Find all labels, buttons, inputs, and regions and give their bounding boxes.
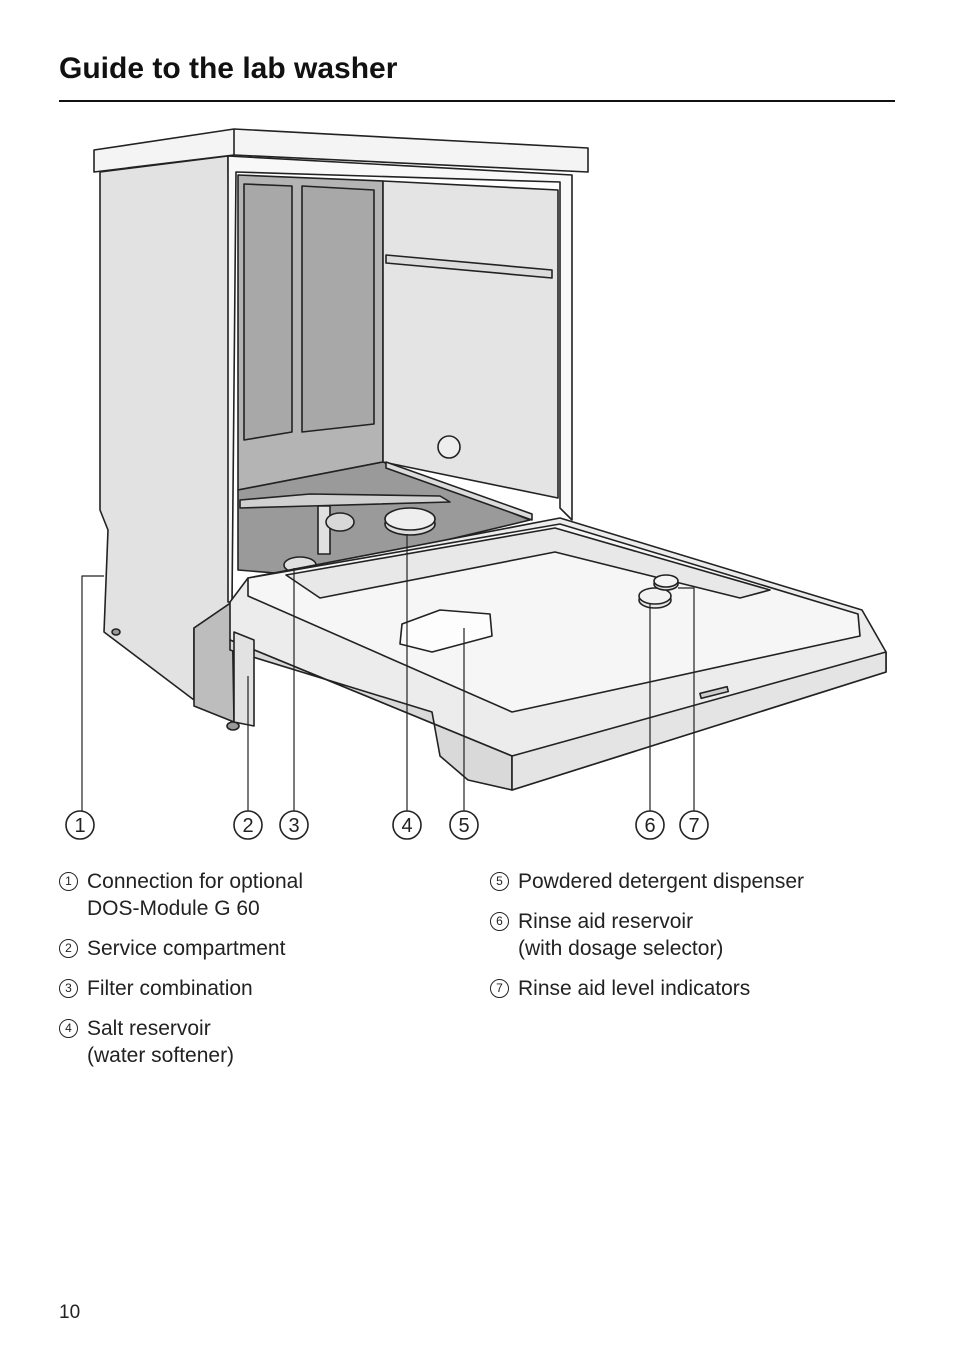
legend-text-3: Filter combination [87,977,253,1000]
legend-number-6: 6 [490,912,509,931]
legend-number-3: 3 [59,979,78,998]
washer-open-door [229,517,887,791]
svg-text:6: 6 [644,815,655,837]
svg-text:3: 3 [288,815,299,837]
svg-text:4: 4 [401,815,412,837]
callout-4: 4 [392,810,422,840]
legend-item-3: 3 Filter combination [59,975,459,1002]
washer-side-panel [99,155,240,731]
leader-7 [678,587,695,812]
legend-number-2: 2 [59,939,78,958]
legend-item-2: 2 Service compartment [59,935,459,962]
callout-7: 7 [679,810,709,840]
lab-washer-illustration: 1 2 3 4 5 6 7 [0,120,954,860]
legend-item-4: 4 Salt reservoir (water softener) [59,1015,459,1069]
page-title: Guide to the lab washer [59,52,398,85]
wash-cavity [237,174,559,576]
legend-text-1: Connection for optional DOS-Module G 60 [87,870,303,920]
page-number: 10 [59,1302,81,1323]
svg-text:5: 5 [458,815,469,837]
legend-number-7: 7 [490,979,509,998]
legend-item-1: 1 Connection for optional DOS-Module G 6… [59,868,459,922]
callout-2: 2 [233,810,263,840]
legend-text-4: Salt reservoir (water softener) [87,1017,235,1067]
legend-text-5: Powdered detergent dispenser [518,870,805,893]
legend-number-1: 1 [59,872,78,891]
legend-text-6: Rinse aid reservoir (with dosage selecto… [518,910,724,960]
title-rule [59,100,895,102]
washer-top-panel [93,128,589,173]
legend-number-4: 4 [59,1019,78,1038]
callout-1: 1 [65,810,95,840]
callout-3: 3 [279,810,309,840]
callout-5: 5 [449,810,479,840]
svg-text:1: 1 [74,815,85,837]
legend-left-column: 1 Connection for optional DOS-Module G 6… [59,868,459,1082]
svg-text:7: 7 [688,815,699,837]
legend-item-6: 6 Rinse aid reservoir (with dosage selec… [490,908,910,962]
legend-item-7: 7 Rinse aid level indicators [490,975,910,1002]
callout-6: 6 [635,810,665,840]
legend-text-2: Service compartment [87,937,286,960]
legend-number-5: 5 [490,872,509,891]
legend-right-column: 5 Powdered detergent dispenser 6 Rinse a… [490,868,910,1015]
legend-item-5: 5 Powdered detergent dispenser [490,868,910,895]
leader-1 [81,575,104,812]
svg-text:2: 2 [242,815,253,837]
legend-text-7: Rinse aid level indicators [518,977,751,1000]
